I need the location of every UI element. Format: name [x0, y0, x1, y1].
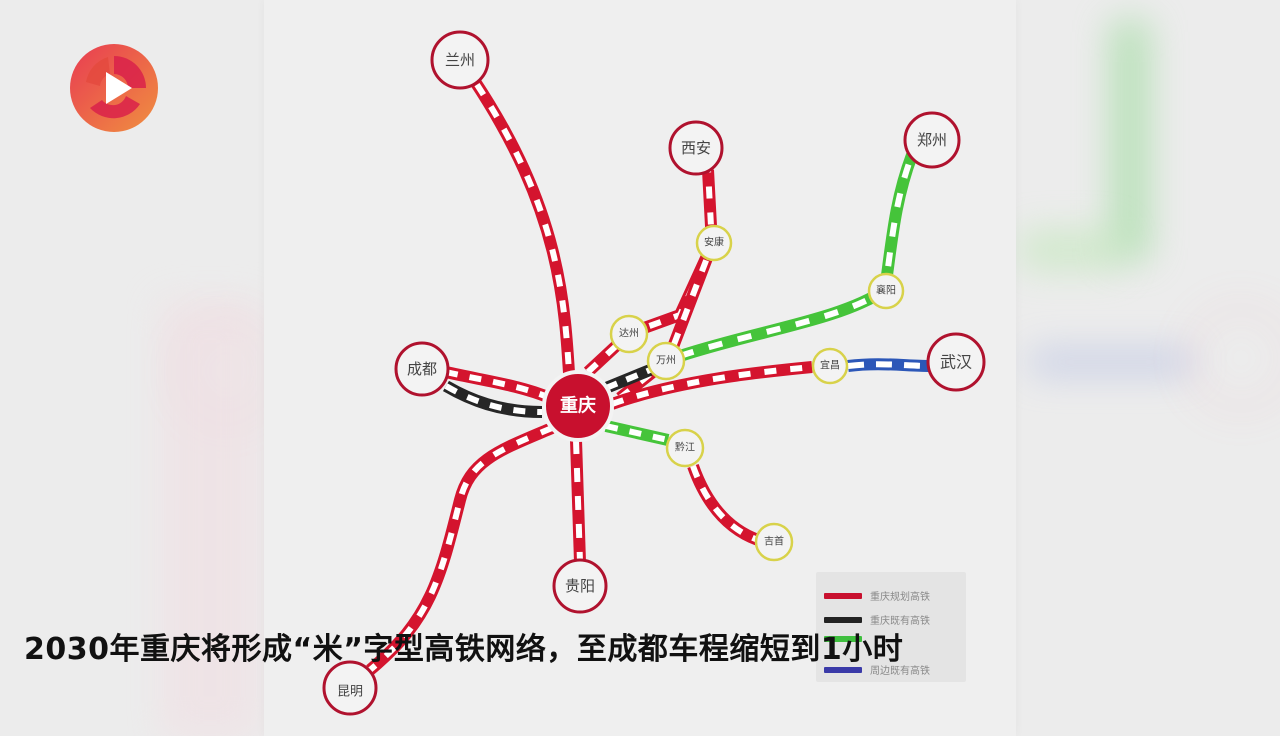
blurred-pink-left	[160, 300, 260, 736]
line-chongqing-yichang	[610, 361, 813, 410]
legend: 重庆规划高铁 重庆既有高铁 周边既有高铁	[816, 572, 966, 682]
line-qianjiang-jishou	[687, 463, 761, 546]
legend-label: 周边既有高铁	[870, 666, 930, 677]
line-chongqing-guiyang	[570, 439, 586, 563]
svg-text:吉首: 吉首	[764, 535, 784, 548]
line-chongqing-chengdu-existing	[442, 380, 543, 418]
svg-text:贵阳: 贵阳	[565, 577, 595, 595]
node-guiyang: 贵阳	[552, 558, 608, 614]
line-chongqing-wanzhou-existing	[603, 364, 653, 394]
legend-item-planned-cq: 重庆规划高铁	[824, 588, 930, 603]
blurred-blue-line-right	[1030, 350, 1190, 374]
node-yichang: 宜昌	[811, 347, 849, 385]
legend-item-planned-nearby	[824, 636, 870, 642]
legend-label: 重庆规划高铁	[870, 592, 930, 603]
play-icon	[106, 72, 132, 104]
legend-swatch-blue	[824, 666, 862, 673]
blurred-green-line-right	[1110, 20, 1150, 260]
minor-nodes: 安康 襄阳 达州 万州 宜昌 黔江 吉首	[609, 224, 905, 562]
svg-text:武汉: 武汉	[940, 353, 972, 372]
svg-text:昆明: 昆明	[337, 685, 363, 700]
node-zhengzhou: 郑州	[903, 111, 961, 169]
svg-text:达州: 达州	[619, 328, 639, 340]
node-chengdu: 成都	[394, 341, 450, 397]
node-wanzhou: 万州	[646, 341, 686, 381]
line-chongqing-qianjiang	[604, 420, 670, 446]
line-chongqing-kunming	[366, 422, 555, 675]
legend-item-existing-nearby: 周边既有高铁	[824, 662, 930, 677]
node-jishou: 吉首	[754, 522, 794, 562]
major-nodes: 兰州 西安 郑州 成都 武汉 贵阳 昆明	[322, 30, 986, 716]
legend-swatch-black	[824, 616, 862, 623]
video-subtitle: 2030年重庆将形成“米”字型高铁网络，至成都车程缩短到1小时	[24, 632, 904, 667]
blurred-node-right	[1188, 305, 1280, 411]
svg-text:万州: 万州	[656, 355, 676, 367]
node-lanzhou: 兰州	[430, 30, 490, 90]
node-xiangyang: 襄阳	[867, 272, 905, 310]
node-dazhou: 达州	[609, 314, 649, 354]
svg-text:郑州: 郑州	[917, 131, 947, 149]
line-chongqing-chengdu-planned	[444, 366, 553, 404]
legend-swatch-green	[824, 636, 862, 642]
svg-text:襄阳: 襄阳	[876, 284, 896, 297]
line-chongqing-lanzhou	[468, 76, 576, 391]
node-kunming: 昆明	[322, 660, 378, 716]
legend-label: 重庆既有高铁	[870, 616, 930, 627]
line-yichang-wuhan	[847, 358, 931, 372]
node-xian: 西安	[668, 120, 724, 176]
svg-text:安康: 安康	[704, 236, 724, 249]
blurred-green-line-right-2	[1020, 230, 1120, 270]
svg-text:成都: 成都	[407, 360, 437, 378]
node-qianjiang: 黔江	[665, 428, 705, 468]
node-ankang: 安康	[695, 224, 733, 262]
svg-text:重庆: 重庆	[560, 395, 596, 417]
svg-text:兰州: 兰州	[445, 51, 475, 69]
svg-text:黔江: 黔江	[675, 441, 695, 454]
legend-swatch-red	[824, 592, 862, 599]
legend-item-existing-cq: 重庆既有高铁	[824, 612, 930, 627]
channel-logo-icon	[70, 44, 158, 132]
svg-text:宜昌: 宜昌	[820, 359, 840, 372]
node-chongqing-center: 重庆	[542, 370, 614, 442]
node-wuhan: 武汉	[926, 332, 986, 392]
svg-text:西安: 西安	[681, 139, 711, 157]
